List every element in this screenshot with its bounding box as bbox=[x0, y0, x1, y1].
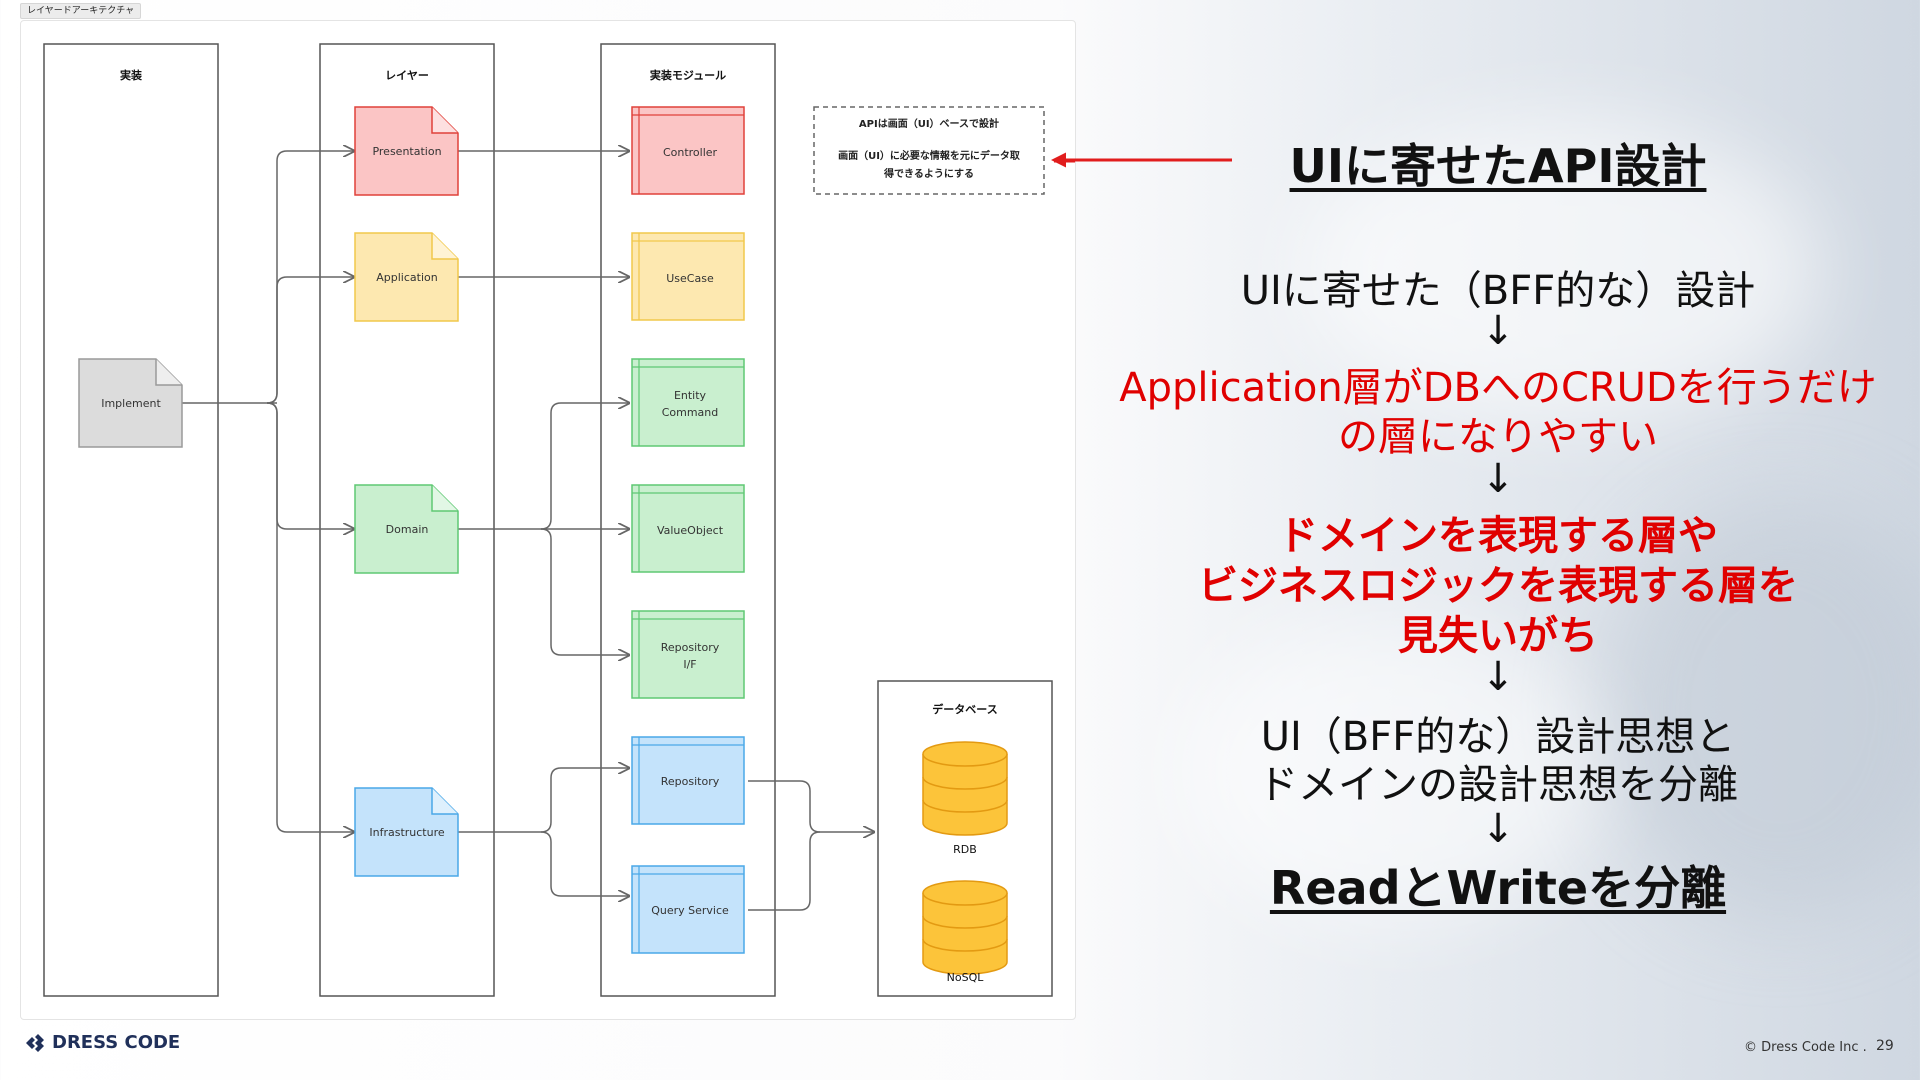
dress-code-logo-icon bbox=[26, 1033, 44, 1052]
background-cloud bbox=[1180, 620, 1600, 920]
note-line-2: 画面（UI）に必要な情報を元にデータ取 bbox=[838, 149, 1021, 162]
read-write-separation: ReadとWriteを分離 bbox=[1269, 861, 1727, 915]
rdb-database-icon bbox=[922, 741, 1008, 836]
presentation-label: Presentation bbox=[372, 145, 441, 158]
layered-architecture-diagram: 実装 レイヤー 実装モジュール データベース Implement Present… bbox=[43, 43, 1075, 997]
nosql-database-icon bbox=[922, 880, 1008, 975]
presentation-layer-node: Presentation bbox=[354, 106, 459, 196]
implement-node: Implement bbox=[78, 358, 183, 448]
slide-tab-label: レイヤードアーキテクチャ bbox=[20, 3, 142, 19]
down-arrow-4: ↓ bbox=[1481, 806, 1515, 852]
implement-connectors bbox=[182, 151, 354, 832]
main-heading: UIに寄せたAPI設計 bbox=[1289, 139, 1707, 193]
note-line-1: APIは画面（UI）ベースで設計 bbox=[859, 117, 999, 130]
note-line-3: 得できるようにする bbox=[883, 167, 974, 180]
separation-line-1: UI（BFF的な）設計思想と bbox=[1260, 714, 1736, 760]
nosql-label: NoSQL bbox=[947, 971, 985, 984]
page-number: 29 bbox=[1876, 1038, 1894, 1054]
controller-label: Controller bbox=[663, 146, 718, 159]
impl-column bbox=[43, 43, 219, 997]
background-cloud bbox=[1600, 500, 1920, 920]
implement-label: Implement bbox=[101, 397, 161, 410]
query-service-label: Query Service bbox=[651, 904, 729, 917]
domain-loss-line-2: ビジネスロジックを表現する層を bbox=[1198, 563, 1798, 609]
rdb-label: RDB bbox=[953, 843, 977, 856]
repository-if-label-1: Repository bbox=[661, 641, 720, 654]
application-layer-node: Application bbox=[354, 232, 459, 322]
infrastructure-label: Infrastructure bbox=[369, 826, 445, 839]
company-logo: DRESS CODE bbox=[24, 1032, 180, 1053]
copyright: © Dress Code Inc . bbox=[1744, 1040, 1867, 1055]
database-column-title: データベース bbox=[932, 702, 997, 716]
entity-label: Entity bbox=[674, 389, 707, 402]
repository-if-module: Repository I/F bbox=[631, 610, 745, 699]
database-column bbox=[877, 680, 1053, 997]
entity-command-module: Entity Command bbox=[631, 358, 745, 447]
down-arrow-1: ↓ bbox=[1481, 308, 1515, 354]
domain-label: Domain bbox=[386, 523, 429, 536]
usecase-module: UseCase bbox=[631, 232, 745, 321]
application-label: Application bbox=[376, 271, 437, 284]
controller-module: Controller bbox=[631, 106, 745, 195]
query-service-module: Query Service bbox=[631, 865, 745, 954]
bff-design-text: UIに寄せた（BFF的な）設計 bbox=[1240, 268, 1756, 314]
layer-column bbox=[319, 43, 495, 997]
valueobject-module: ValueObject bbox=[631, 484, 745, 573]
crud-warning-line-2: の層になりやすい bbox=[1338, 414, 1658, 460]
module-db-connectors bbox=[748, 780, 874, 911]
explanation-panel: UIに寄せたAPI設計 UIに寄せた（BFF的な）設計 ↓ Applicatio… bbox=[1088, 0, 1908, 1000]
layer-column-title: レイヤー bbox=[385, 69, 429, 82]
module-column bbox=[600, 43, 776, 997]
background-cloud bbox=[1300, 120, 1820, 420]
layer-module-connectors bbox=[458, 151, 629, 896]
valueobject-label: ValueObject bbox=[657, 524, 724, 537]
module-column-title: 実装モジュール bbox=[650, 68, 726, 82]
domain-layer-node: Domain bbox=[354, 484, 459, 574]
repository-if-label-2: I/F bbox=[683, 658, 696, 671]
infrastructure-layer-node: Infrastructure bbox=[354, 787, 459, 877]
repository-label: Repository bbox=[661, 775, 720, 788]
down-arrow-3: ↓ bbox=[1481, 654, 1515, 700]
diagram-panel: 実装 レイヤー 実装モジュール データベース Implement Present… bbox=[20, 20, 1076, 1020]
impl-column-title: 実装 bbox=[120, 68, 142, 82]
crud-warning-line-1: Application層がDBへのCRUDを行うだけ bbox=[1119, 365, 1877, 411]
command-label: Command bbox=[662, 406, 719, 419]
callout-arrow-tail bbox=[1051, 152, 1232, 168]
domain-loss-line-3: 見失いがち bbox=[1398, 613, 1598, 659]
api-design-note bbox=[813, 106, 1045, 195]
separation-line-2: ドメインの設計思想を分離 bbox=[1258, 762, 1738, 808]
usecase-label: UseCase bbox=[666, 272, 714, 285]
down-arrow-2: ↓ bbox=[1481, 456, 1515, 502]
logo-text: DRESS CODE bbox=[52, 1032, 181, 1053]
domain-loss-line-1: ドメインを表現する層や bbox=[1278, 513, 1718, 559]
repository-module: Repository bbox=[631, 736, 745, 825]
